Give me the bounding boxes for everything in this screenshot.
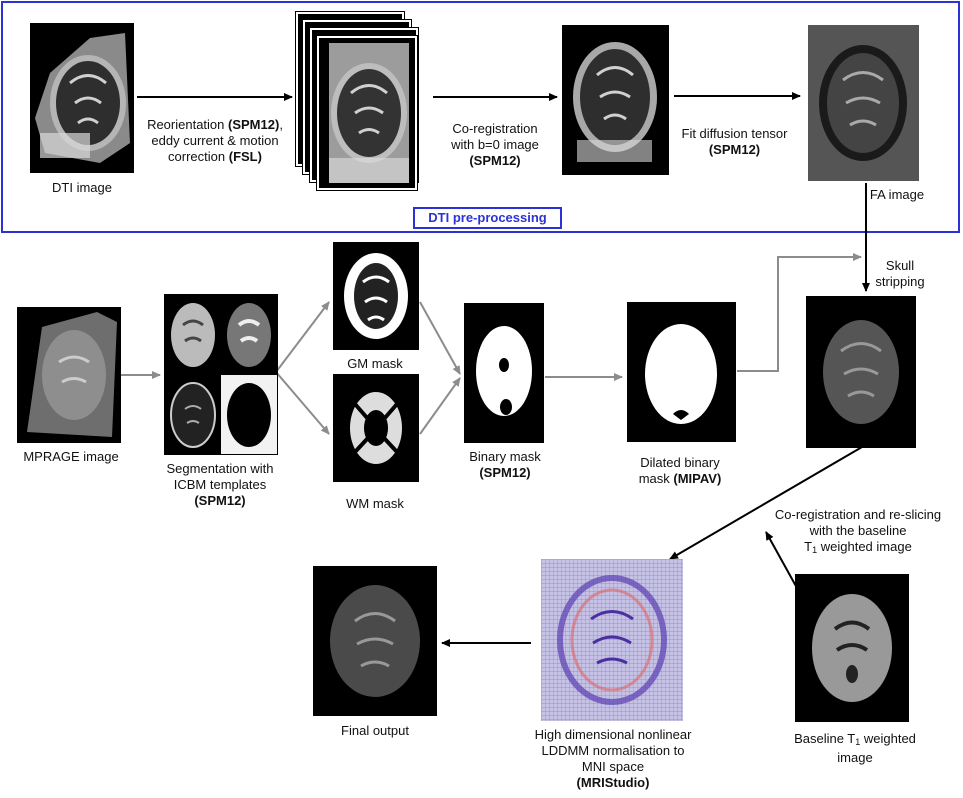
- brain-scan-icon: [171, 303, 215, 367]
- arrow-seg-to-wm: [275, 371, 330, 435]
- lddmm-panel: [541, 559, 683, 721]
- brain-scan-icon: [573, 42, 657, 162]
- arrow-wm-to-binary: [419, 377, 461, 435]
- dilated-mask-panel: [627, 302, 736, 442]
- label-skull-stripping: Skull stripping: [875, 258, 925, 289]
- label-dilated-mask: Dilated binary mask (MIPAV): [638, 455, 722, 486]
- label-dti-image: DTI image: [52, 180, 112, 195]
- brain-scan-icon: [170, 382, 216, 448]
- arrow-baseline-to-coreg: [765, 531, 798, 589]
- label-fit-tensor: Fit diffusion tensor (SPM12): [681, 126, 788, 157]
- brain-scan-icon: [344, 253, 408, 339]
- icbm-templates-panel: [164, 294, 278, 455]
- coregistered-image-panel: [562, 25, 669, 175]
- label-fa-image: FA image: [869, 187, 925, 202]
- label-reorientation: Reorientation (SPM12), eddy current & mo…: [147, 117, 283, 164]
- final-output-panel: [313, 566, 437, 716]
- label-coreg-reslice: Co-registration and re-slicing with the …: [774, 507, 942, 555]
- label-wm-mask: WM mask: [346, 496, 404, 511]
- preprocessing-box: [1, 1, 960, 233]
- arrow-dilated-to-skullstrip: [737, 253, 862, 372]
- label-binary-mask: Binary mask (SPM12): [469, 449, 541, 480]
- wm-mask-panel: [333, 374, 419, 482]
- brain-scan-icon: [330, 585, 420, 697]
- baseline-t1-panel: [795, 574, 909, 722]
- gm-mask-panel: [333, 242, 419, 350]
- label-mprage-image: MPRAGE image: [23, 449, 119, 464]
- brain-scan-icon: [227, 383, 271, 447]
- dti-image-panel: [30, 23, 134, 173]
- fa-image-panel: [808, 25, 919, 181]
- dti-stack: [296, 12, 418, 192]
- label-gm-mask: GM mask: [347, 356, 403, 371]
- arrow-skullstrip-to-lddmm: [669, 446, 863, 560]
- brain-scan-icon: [476, 326, 532, 416]
- skull-stripped-panel: [806, 296, 916, 448]
- brain-scan-icon: [645, 324, 717, 424]
- brain-scan-icon: [823, 320, 899, 424]
- label-lddmm: High dimensional nonlinear LDDMM normali…: [534, 727, 692, 790]
- brain-scan-icon: [808, 25, 919, 181]
- arrow-gm-to-binary: [419, 301, 461, 375]
- label-baseline-t1: Baseline T1 weighted image: [794, 731, 916, 765]
- brain-scan-icon: [227, 303, 271, 367]
- deformation-grid-icon: [541, 559, 683, 721]
- brain-scan-icon: [350, 392, 402, 464]
- label-final-output: Final output: [341, 723, 409, 738]
- label-coregistration-b0: Co-registration with b=0 image (SPM12): [451, 121, 539, 168]
- brain-scan-icon: [812, 594, 892, 702]
- label-segmentation: Segmentation with ICBM templates (SPM12): [166, 461, 274, 508]
- binary-mask-panel: [464, 303, 544, 443]
- mprage-image-panel: [17, 307, 121, 443]
- arrow-seg-to-gm: [275, 301, 330, 373]
- brain-scan-icon: [329, 43, 409, 183]
- brain-scan-icon: [27, 312, 117, 437]
- preprocessing-box-title: DTI pre-processing: [413, 207, 562, 229]
- brain-scan-icon: [35, 33, 130, 163]
